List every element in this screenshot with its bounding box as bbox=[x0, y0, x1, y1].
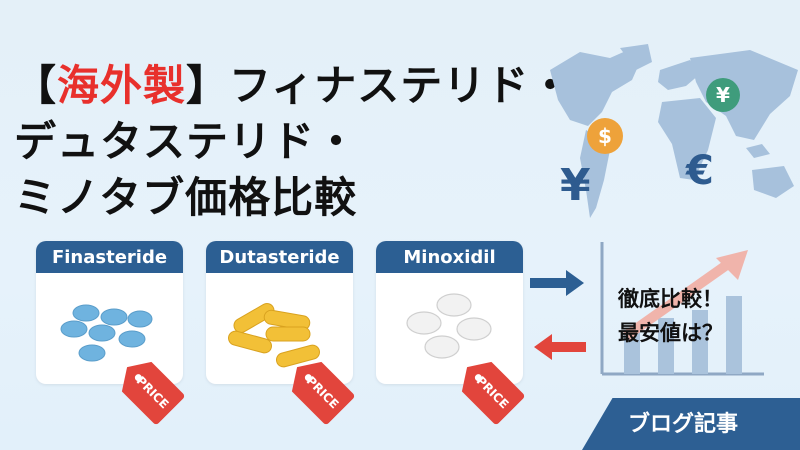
arrow-right-icon bbox=[530, 270, 584, 296]
yellow-capsules-icon bbox=[228, 303, 320, 368]
world-map-icon bbox=[550, 44, 798, 218]
blog-article-label: ブログ記事 bbox=[628, 412, 739, 437]
blue-tablets-icon bbox=[60, 304, 153, 362]
bracket-open: 【 bbox=[14, 61, 58, 110]
card-header: Finasteride bbox=[36, 241, 183, 273]
yen-symbol-icon: ¥ bbox=[560, 160, 591, 211]
bar-chart-icon bbox=[600, 242, 764, 376]
comparison-text: 徹底比較！ 最安値は？ bbox=[618, 282, 723, 350]
title-line-1-text: フィナステリド・ bbox=[229, 61, 573, 110]
card-header: Dutasteride bbox=[206, 241, 353, 273]
product-card-dutasteride: Dutasteride bbox=[206, 241, 353, 384]
comparison-line-2: 最安値は？ bbox=[618, 321, 723, 345]
card-header: Minoxidil bbox=[376, 241, 523, 273]
euro-symbol-icon: € bbox=[686, 148, 714, 194]
white-tablets-icon bbox=[406, 293, 492, 359]
page-title: 【海外製】フィナステリド・ デュタステリド・ ミノタブ価格比較 bbox=[14, 58, 572, 226]
title-line-3: ミノタブ価格比較 bbox=[14, 173, 358, 222]
title-line-2: デュタステリド・ bbox=[14, 117, 359, 166]
product-card-minoxidil: Minoxidil bbox=[376, 241, 523, 384]
bracket-close: 】 bbox=[186, 61, 230, 110]
arrow-left-icon bbox=[534, 334, 586, 360]
title-line-1: 【海外製】フィナステリド・ bbox=[14, 58, 572, 114]
dollar-coin-icon: $ bbox=[587, 118, 623, 154]
product-card-finasteride: Finasteride bbox=[36, 241, 183, 384]
comparison-line-1: 徹底比較！ bbox=[618, 287, 723, 311]
blog-article-banner bbox=[582, 398, 800, 450]
title-highlight: 海外製 bbox=[57, 61, 187, 110]
yen-coin-icon: ¥ bbox=[706, 78, 740, 112]
